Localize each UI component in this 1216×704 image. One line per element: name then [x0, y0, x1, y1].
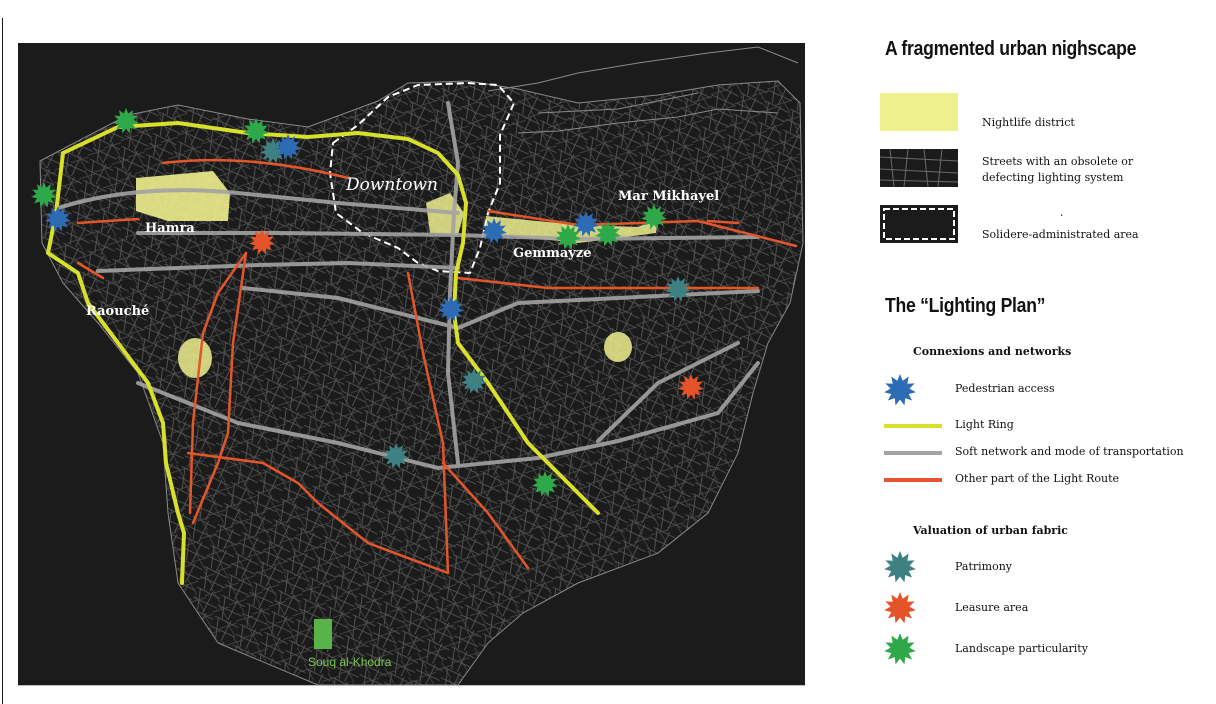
- pedestrian-marker-icon: [275, 134, 301, 160]
- light-route: [76, 158, 798, 575]
- light-ring-label: Light Ring: [955, 418, 1014, 431]
- label-raouche: Raouché: [86, 304, 150, 319]
- label-hamra: Hamra: [145, 221, 195, 236]
- landscape-marker-icon: [31, 182, 57, 208]
- solidere-swatch: [880, 205, 958, 243]
- streets-swatch: [879, 148, 959, 188]
- patrimony-marker-icon: [665, 276, 691, 302]
- label-souq-al-khodra: Souq al-Khodra: [308, 655, 392, 669]
- patrimony-star: [884, 551, 916, 583]
- solidere-label: Solidere-administrated area: [982, 228, 1139, 241]
- landscape-marker-icon: [532, 471, 558, 497]
- label-downtown: Downtown: [346, 175, 438, 195]
- patrimony-marker-icon: [383, 443, 409, 469]
- patrimony-marker-icon: [260, 138, 286, 164]
- leasure-area-icon: [883, 591, 917, 629]
- soft-network-swatch: [884, 451, 942, 455]
- landscape-marker-icon: [113, 108, 139, 134]
- connexions-heading: Connexions and networks: [913, 345, 1072, 358]
- nightlife-hamra: [136, 171, 230, 221]
- light-route-label: Other part of the Light Route: [955, 472, 1120, 485]
- label-mar-mikhayel: Mar Mikhayel: [618, 189, 720, 204]
- leasure-marker-icon: [249, 229, 275, 255]
- leasure-label: Leasure area: [955, 601, 1029, 614]
- pedestrian-access-icon: [883, 373, 917, 411]
- streets-label-line2: defecting lighting system: [982, 171, 1124, 184]
- streets-label-line1: Streets with an obsolete or: [982, 155, 1134, 168]
- landscape-marker-icon: [595, 221, 621, 247]
- solidere-boundary: [328, 81, 516, 275]
- map-markers: [31, 108, 704, 497]
- solidere-dot: .: [1060, 206, 1064, 219]
- pedestrian-marker-icon: [45, 206, 71, 232]
- souq-al-khodra-area: [314, 619, 332, 649]
- nightlife-label: Nightlife district: [982, 116, 1075, 129]
- nightlife-east: [604, 332, 632, 362]
- nightlife-raouche: [178, 338, 212, 378]
- pedestrian-marker-icon: [438, 296, 464, 322]
- legend-panel: A fragmented urban nighscape Nightlife d…: [860, 30, 1200, 690]
- light-route-swatch: [884, 478, 942, 482]
- label-gemmayze: Gemmayze: [513, 246, 592, 261]
- landscape-marker-icon: [641, 204, 667, 230]
- pedestrian-label: Pedestrian access: [955, 382, 1055, 395]
- legend-title: A fragmented urban nighscape: [885, 38, 1137, 60]
- landscape-marker-icon: [243, 118, 269, 144]
- pedestrian-star: [884, 374, 916, 406]
- patrimony-icon: [883, 550, 917, 588]
- landscape-star: [884, 633, 916, 665]
- light-ring: [46, 121, 600, 585]
- port-outline: [487, 46, 799, 134]
- leasure-star: [884, 592, 916, 624]
- patrimony-marker-icon: [461, 368, 487, 394]
- landscape-label: Landscape particularity: [955, 642, 1088, 655]
- pedestrian-marker-icon: [481, 218, 507, 244]
- landscape-icon: [883, 632, 917, 670]
- patrimony-label: Patrimony: [955, 560, 1013, 573]
- left-border-line: [2, 18, 3, 704]
- beirut-map: Hamra Downtown Mar Mikhayel Gemmayze Rao…: [18, 43, 805, 685]
- map-svg: [31, 46, 804, 685]
- valuation-heading: Valuation of urban fabric: [913, 524, 1068, 537]
- light-ring-swatch: [884, 424, 942, 428]
- soft-network-label: Soft network and mode of transportation: [955, 445, 1184, 458]
- nightlife-swatch: [880, 93, 958, 131]
- leasure-marker-icon: [678, 374, 704, 400]
- lighting-plan-title: The “Lighting Plan”: [885, 295, 1046, 317]
- pedestrian-marker-icon: [573, 211, 599, 237]
- landscape-marker-icon: [555, 224, 581, 250]
- map-bottom-rule: [18, 685, 805, 686]
